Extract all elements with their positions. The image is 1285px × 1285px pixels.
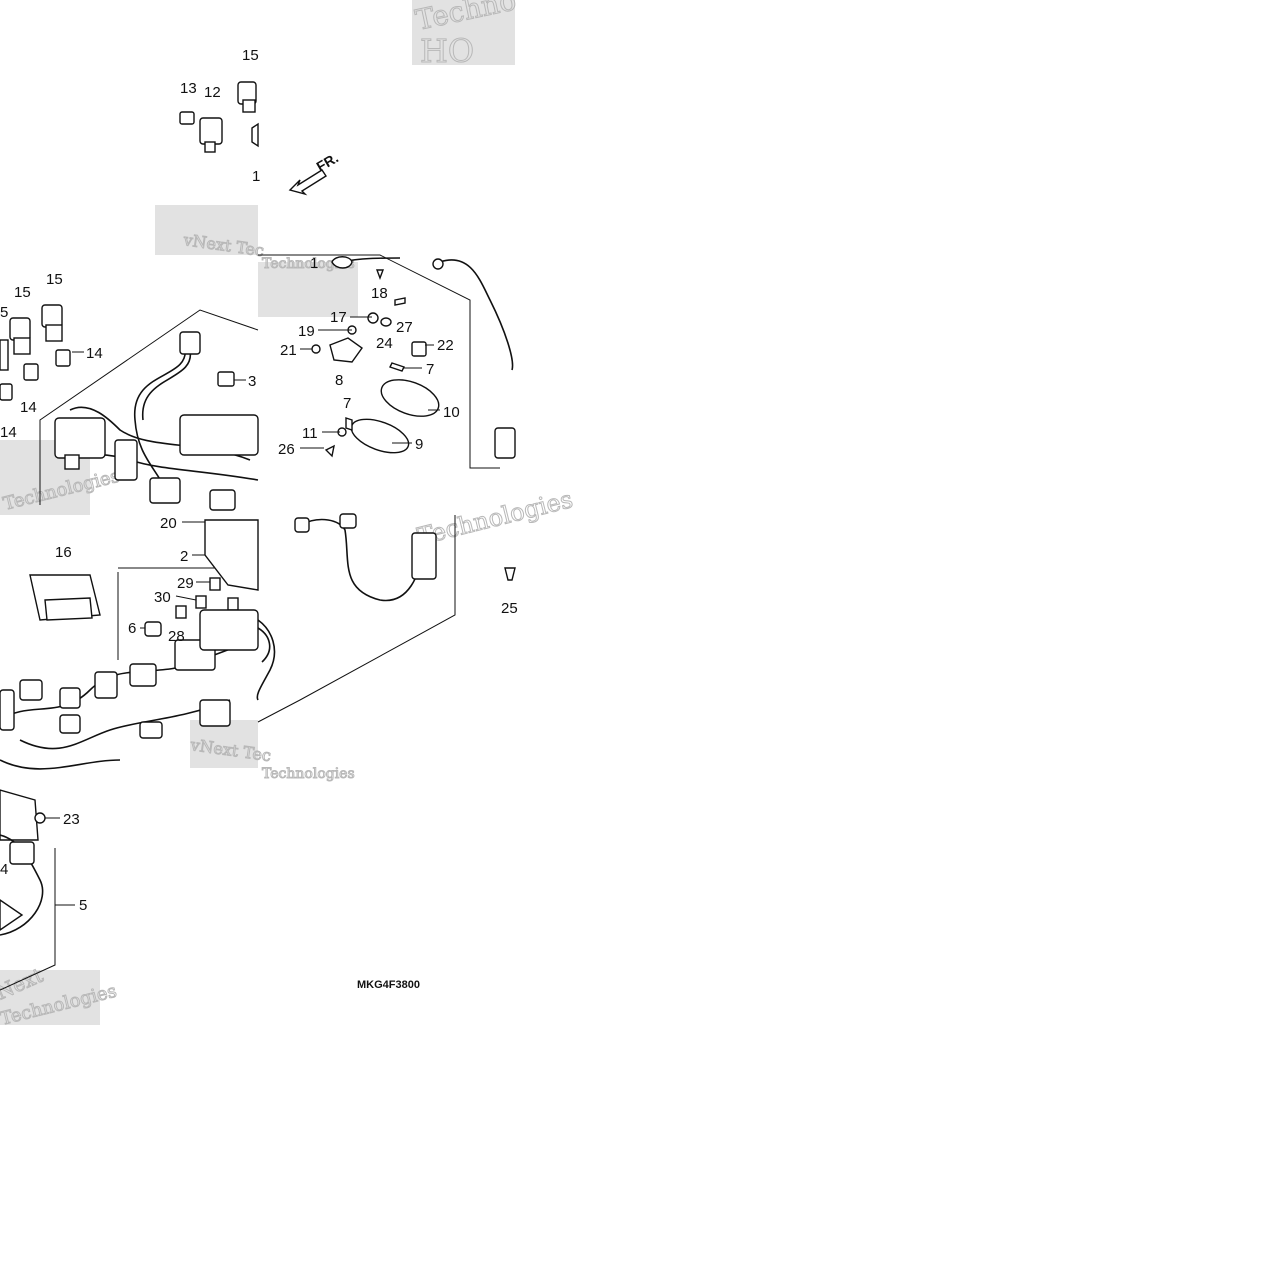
- callout-7-a: 7: [426, 361, 434, 378]
- callout-15-left: 15: [14, 284, 31, 301]
- horn-assembly: [311, 256, 516, 459]
- callout-9: 9: [415, 436, 423, 453]
- callout-4: 4: [0, 861, 8, 878]
- callout-17: 17: [330, 309, 347, 326]
- callout-12: 12: [204, 84, 221, 101]
- callout-2: 2: [180, 548, 188, 565]
- callout-labels: 15 13 12 1 15 15 5 14 3 14 14 1 18 17 27…: [0, 47, 518, 914]
- front-direction-arrow: FR.: [288, 149, 342, 196]
- svg-text:HO: HO: [420, 32, 474, 70]
- callout-18: 18: [371, 285, 388, 302]
- callout-7-b: 7: [343, 395, 351, 412]
- callout-27: 27: [396, 319, 413, 336]
- callout-23: 23: [63, 811, 80, 828]
- svg-text:Technologies: Technologies: [262, 766, 355, 782]
- svg-text:Technologies: Technologies: [262, 256, 355, 272]
- callout-10: 10: [443, 404, 460, 421]
- callout-5-bottom: 5: [79, 897, 87, 914]
- callout-14-a: 14: [86, 345, 103, 362]
- left-relays: [0, 304, 235, 401]
- callout-6: 6: [128, 620, 136, 637]
- callout-25: 25: [501, 600, 518, 617]
- callout-15-left-b: 15: [46, 271, 63, 288]
- top-parts: [179, 81, 259, 153]
- watermark-stipple: [0, 0, 515, 1025]
- callout-14-b: 14: [20, 399, 37, 416]
- control-unit: [0, 789, 46, 936]
- callout-28: 28: [168, 628, 185, 645]
- callout-30: 30: [154, 589, 171, 606]
- right-sub-harness: [257, 513, 516, 663]
- callout-29: 29: [177, 575, 194, 592]
- callout-1-mid: 1: [310, 255, 318, 272]
- callout-20: 20: [160, 515, 177, 532]
- callout-19: 19: [298, 323, 315, 340]
- callout-15-top: 15: [242, 47, 259, 64]
- callout-3: 3: [248, 373, 256, 390]
- callout-16: 16: [55, 544, 72, 561]
- lower-harness: [0, 519, 276, 770]
- upper-harness: [54, 331, 259, 511]
- callout-14-c: 14: [0, 424, 17, 441]
- callout-13: 13: [180, 80, 197, 97]
- callout-22: 22: [437, 337, 454, 354]
- callout-5-left: 5: [0, 304, 8, 321]
- callout-11: 11: [302, 425, 318, 442]
- leader-lines: [45, 316, 440, 906]
- callout-26: 26: [278, 441, 295, 458]
- callout-1-top: 1: [252, 168, 260, 185]
- callout-24: 24: [376, 335, 393, 352]
- assembly-frames: [0, 254, 500, 991]
- callout-8: 8: [335, 372, 343, 389]
- front-arrow-label: FR.: [314, 149, 342, 174]
- callout-21: 21: [280, 342, 297, 359]
- part-code: MKG4F3800: [357, 979, 420, 991]
- svg-text:Technologies: Technologies: [415, 485, 576, 551]
